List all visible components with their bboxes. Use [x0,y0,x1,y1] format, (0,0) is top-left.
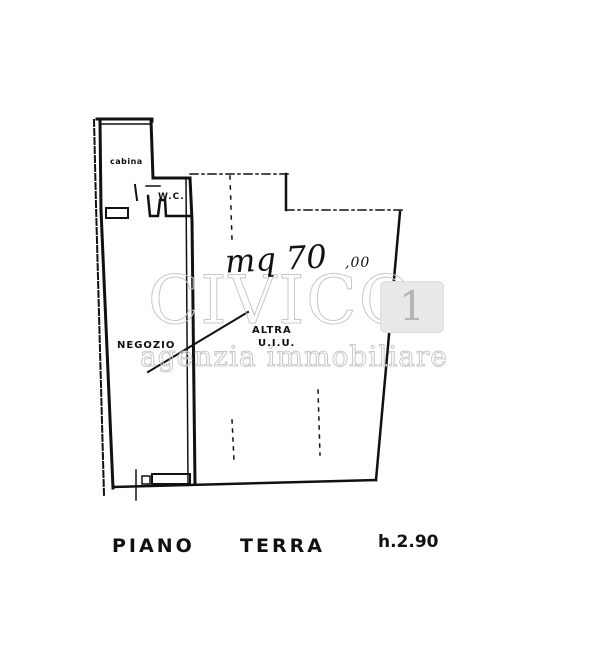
right-wall [374,210,402,482]
room-label-wc: W.C. [158,192,185,202]
floor-title-word2: TERRA [240,535,325,557]
watermark-badge-number: 1 [399,284,425,330]
left-inner-wall [98,118,115,490]
room-label-negozio: NEGOZIO [117,340,176,351]
room-label-uiu: U.I.U. [258,338,296,349]
room-label-cabina: cabina [110,157,143,166]
room-label-altra: ALTRA [252,325,292,336]
watermark-brand: CIVICO [148,262,415,339]
cantina-top-wall [95,117,154,123]
cantina-door [105,207,129,219]
area-note: mq 70 [224,237,328,281]
bottom-wall [111,478,378,489]
cantina-right-wall [149,118,192,180]
ceiling-height: h.2.90 [378,532,439,552]
watermark-subtitle: agenzia immobiliare [140,340,448,374]
area-note-decimals: ,00 [345,255,371,271]
wc-room-walls [146,194,192,218]
shared-wall [188,176,197,486]
area-pointer-stroke [146,310,250,374]
watermark-badge: 1 [380,281,444,333]
negozio-door [151,473,191,485]
left-outer-wall [92,118,106,497]
floor-title: PIANO [112,535,195,557]
